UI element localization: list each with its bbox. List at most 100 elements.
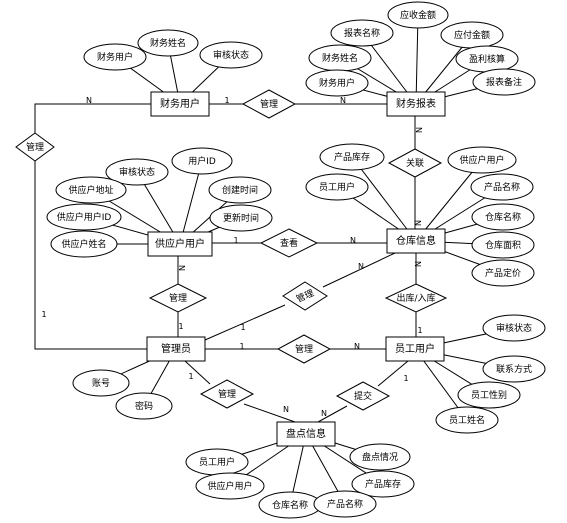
attribute-fr-fin-user: 财务用户 xyxy=(305,69,369,97)
relation-submit: 提交 xyxy=(335,381,391,411)
attribute-ellipse xyxy=(195,472,265,500)
attribute-ellipse xyxy=(471,259,535,287)
cardinality-one-3: 1 xyxy=(41,310,46,319)
attribute-ellipse xyxy=(208,176,272,204)
entity-label: 财务用户 xyxy=(160,97,200,110)
attribute-label: 应收金额 xyxy=(400,9,436,21)
attribute-ellipse xyxy=(319,143,385,171)
rel-line-fin-left-up xyxy=(34,103,151,133)
cardinality-many-7: N xyxy=(350,236,356,245)
attribute-ellipse xyxy=(482,355,546,383)
relation-admin-manage-staff: 管理 xyxy=(276,334,332,364)
attribute-ellipse xyxy=(46,203,122,231)
entity-box xyxy=(147,231,213,257)
attribute-ellipse xyxy=(470,173,534,201)
attribute-ellipse xyxy=(305,69,369,97)
attribute-label: 创建时间 xyxy=(222,184,258,196)
cardinality-many-1: N xyxy=(340,96,346,105)
attribute-fr-fin-name: 财务姓名 xyxy=(308,44,372,72)
entity-label: 供应户用户 xyxy=(155,237,205,250)
attr-line-wh-stock xyxy=(351,156,417,242)
relation-admin-manage-supplier: 管理 xyxy=(148,283,208,313)
relation-diamond xyxy=(387,148,443,178)
relation-diamond xyxy=(199,379,255,409)
attribute-ellipse xyxy=(330,19,394,47)
attribute-su-updated: 更新时间 xyxy=(209,204,273,232)
attribute-label: 员工性别 xyxy=(471,389,507,401)
attribute-label: 产品名称 xyxy=(327,498,363,510)
attribute-label: 仓库名称 xyxy=(485,211,521,223)
attribute-fr-profit: 盈利核算 xyxy=(455,45,519,73)
entity-box xyxy=(146,336,206,362)
attribute-label: 财务用户 xyxy=(97,51,133,63)
relation-associate: 关联 xyxy=(387,148,443,178)
rel-line-admin-inv-b xyxy=(243,403,296,423)
attribute-ellipse xyxy=(471,231,535,259)
entity-label: 财务报表 xyxy=(396,97,436,110)
attr-line-fr-received xyxy=(415,14,419,105)
attribute-ad-account: 账号 xyxy=(72,369,130,397)
entity-staff: 员工用户 xyxy=(385,336,445,362)
attribute-ellipse xyxy=(313,490,377,518)
attribute-label: 应付金额 xyxy=(454,29,490,41)
attribute-label: 审核状态 xyxy=(213,49,249,61)
cardinality-many-19: N xyxy=(321,409,327,418)
rel-line-admin-inv-a xyxy=(184,360,211,385)
entity-admin: 管理员 xyxy=(146,336,206,362)
attribute-fr-payable: 应付金额 xyxy=(440,21,504,49)
attribute-ellipse xyxy=(137,29,199,57)
rel-line-admin-wh-a xyxy=(204,304,286,341)
attribute-label: 报表备注 xyxy=(486,76,522,88)
attribute-label: 供应户用户 xyxy=(207,480,252,492)
relation-stock-inout: 出库/入库 xyxy=(384,283,448,313)
relation-diamond xyxy=(148,283,208,313)
attribute-inv-stock: 产品库存 xyxy=(351,470,415,498)
relation-fin-manage-left: 管理 xyxy=(15,132,55,162)
attribute-ellipse xyxy=(472,68,536,96)
relation-diamond xyxy=(241,89,297,119)
cardinality-many-4: N xyxy=(414,127,423,133)
attribute-wh-product: 产品名称 xyxy=(470,173,534,201)
attribute-ellipse xyxy=(171,147,233,175)
attribute-inv-wh-name: 仓库名称 xyxy=(258,491,322,519)
cardinality-many-2: N xyxy=(86,96,92,105)
attribute-label: 财务用户 xyxy=(319,77,355,89)
relation-diamond xyxy=(276,334,332,364)
attribute-label: 仓库面积 xyxy=(485,239,521,251)
cardinality-one-13: 1 xyxy=(417,326,422,335)
entity-box xyxy=(150,91,210,117)
attribute-ellipse xyxy=(209,204,273,232)
attribute-fu-status: 审核状态 xyxy=(199,41,263,69)
rel-line-submit-b xyxy=(317,405,348,423)
cardinality-many-15: N xyxy=(354,342,360,351)
attribute-su-user-id: 供应户用户ID xyxy=(46,203,122,231)
attribute-wh-stock: 产品库存 xyxy=(319,143,385,171)
relation-diamond xyxy=(15,132,55,162)
rel-line-fin-left-down xyxy=(34,161,147,350)
attribute-ellipse xyxy=(482,314,546,342)
relation-diamond xyxy=(384,283,448,313)
cardinality-one-6: 1 xyxy=(233,236,238,245)
attribute-ellipse xyxy=(55,176,127,204)
attribute-ellipse xyxy=(115,392,173,420)
cardinality-one-16: 1 xyxy=(188,372,193,381)
entity-label: 盘点信息 xyxy=(286,427,326,440)
entity-warehouse: 仓库信息 xyxy=(386,228,446,254)
attribute-label: 员工用户 xyxy=(319,181,355,193)
entity-box xyxy=(385,336,445,362)
attribute-su-status: 审核状态 xyxy=(105,158,169,186)
rel-line-admin-wh-b xyxy=(322,252,396,288)
attribute-label: 员工姓名 xyxy=(449,414,485,426)
relation-diamond xyxy=(259,228,319,258)
entity-box xyxy=(276,421,336,447)
entity-box xyxy=(386,228,446,254)
attribute-label: 财务姓名 xyxy=(322,52,358,64)
cardinality-many-5: N xyxy=(413,220,422,226)
attribute-label: 联系方式 xyxy=(496,363,532,375)
cardinality-many-8: N xyxy=(177,265,186,271)
attribute-label: 供应户地址 xyxy=(68,184,113,196)
entity-inventory: 盘点信息 xyxy=(276,421,336,447)
attribute-label: 盈利核算 xyxy=(469,53,505,65)
relation-label: 出库/入库 xyxy=(396,292,435,304)
attribute-ellipse xyxy=(457,381,521,409)
